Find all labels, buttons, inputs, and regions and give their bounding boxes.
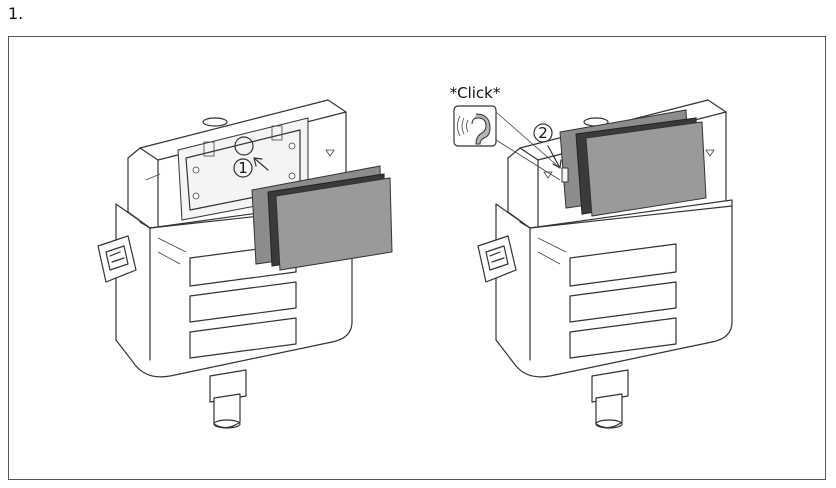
click-indicator: *Click* bbox=[450, 84, 561, 181]
callout-step-2: 2 bbox=[533, 123, 562, 169]
ear-sound-icon bbox=[457, 113, 491, 145]
callout-number-1: 1 bbox=[238, 159, 248, 177]
callout-number-2: 2 bbox=[538, 124, 548, 142]
cistern-left bbox=[97, 99, 393, 429]
click-label: *Click* bbox=[450, 84, 501, 102]
callout-step-1: 1 bbox=[233, 158, 253, 178]
step-number: 1. bbox=[8, 4, 24, 23]
cistern-right bbox=[477, 99, 733, 429]
